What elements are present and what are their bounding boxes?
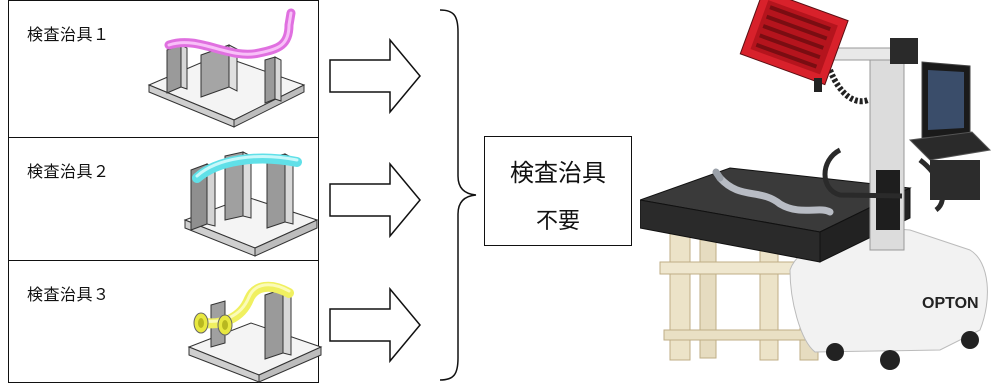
jig-panel-1: 検査治具１ (8, 0, 319, 138)
machine-brand: OPTON (922, 295, 979, 312)
jig-1-icon (147, 8, 306, 128)
result-line-1: 検査治具 (510, 159, 606, 187)
jig-label-3: 検査治具３ (27, 285, 110, 304)
curly-brace-icon (439, 9, 477, 381)
no-jig-needed-box: 検査治具 不要 (484, 136, 632, 246)
jig-2-icon (183, 151, 319, 257)
jig-panel-3: 検査治具３ (8, 260, 323, 383)
arrow-right-icon (329, 37, 421, 115)
jig-3-icon (187, 281, 323, 383)
jig-label-2: 検査治具２ (27, 162, 110, 181)
arrow-right-icon (329, 161, 421, 239)
result-line-2: 不要 (535, 209, 580, 234)
3d-measuring-machine-icon: OPTON (640, 0, 992, 370)
jig-2-pipe (192, 153, 302, 183)
arrow-right-icon (329, 286, 421, 364)
jig-label-1: 検査治具１ (27, 25, 110, 44)
jig-panel-2: 検査治具２ (8, 137, 319, 261)
